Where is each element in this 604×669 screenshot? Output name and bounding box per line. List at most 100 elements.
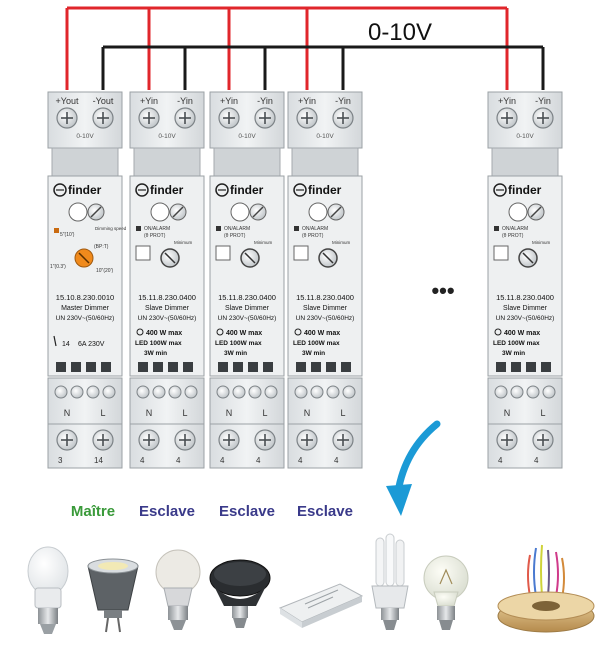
- rated-voltage: UN 230V~(50/60Hz): [138, 315, 197, 322]
- dial-mark: 10"(20'): [96, 268, 114, 274]
- bus-voltage-label: 0-10V: [368, 19, 432, 46]
- small-screw-icon: [294, 385, 308, 399]
- neutral-label: N: [146, 408, 153, 418]
- jumper-tab: [56, 362, 66, 372]
- minimum-dial-slot: [322, 252, 334, 264]
- brand-logo: finder: [308, 183, 342, 197]
- jumper-tab: [101, 362, 111, 372]
- finder-logo-icon: [215, 183, 229, 197]
- minimum-label: Minimum: [532, 240, 551, 245]
- terminal-plus-label: +Yin: [298, 96, 316, 106]
- rated-voltage: UN 230V~(50/60Hz): [56, 315, 115, 322]
- alarm-led-icon: [294, 226, 299, 231]
- terminal-minus-label: -Yout: [93, 96, 114, 106]
- speed-dial-slot: [78, 252, 90, 264]
- jumper-tab: [138, 362, 148, 372]
- esl-min: 3W min: [224, 350, 247, 357]
- neutral-label: N: [226, 408, 233, 418]
- model-description: Slave Dimmer: [503, 305, 548, 312]
- bottom-terminal-block: [47, 377, 123, 425]
- finder-logo-icon: [135, 183, 149, 197]
- dial-mark: 5"(10'): [60, 232, 75, 238]
- wiring-bus: [65, 6, 545, 90]
- small-screw-icon: [526, 385, 540, 399]
- minimum-label: Minimum: [174, 240, 193, 245]
- push-button-icon: [215, 245, 231, 261]
- small-screw-icon: [102, 385, 116, 399]
- esl-min: 3W min: [144, 350, 167, 357]
- small-screw-icon: [232, 385, 246, 399]
- output-label-left: 3: [58, 456, 63, 465]
- alarm-led-icon: [136, 226, 141, 231]
- neutral-label: N: [64, 408, 71, 418]
- small-screw-icon: [86, 385, 100, 399]
- load-max: 400 W max: [504, 330, 540, 337]
- cfl-bulb-icon: [371, 533, 409, 630]
- alarm-label: ON/ALARM: [302, 226, 328, 232]
- more-slaves-ellipsis: •••: [431, 278, 454, 303]
- output-label-right: 4: [176, 456, 181, 465]
- model-number: 15.11.8.230.0400: [296, 293, 354, 302]
- led-max: LED 100W max: [493, 340, 540, 347]
- push-button-icon: [493, 245, 509, 261]
- push-button-icon: [135, 245, 151, 261]
- jumper-tab: [86, 362, 96, 372]
- small-screw-icon: [494, 385, 508, 399]
- led-max: LED 100W max: [293, 340, 340, 347]
- master-role-label: Maître: [71, 503, 115, 520]
- minimum-dial-slot: [244, 252, 256, 264]
- terminal-minus-label: -Yin: [177, 96, 193, 106]
- output-label-right: 4: [334, 456, 339, 465]
- model-number: 15.10.8.230.0010: [56, 293, 114, 302]
- push-button-icon: [293, 245, 309, 261]
- model-number: 15.11.8.230.0400: [496, 293, 554, 302]
- model-description: Slave Dimmer: [145, 305, 190, 312]
- relay-rating: 6A 230V: [78, 341, 105, 348]
- module-front: [209, 175, 285, 377]
- model-description: Slave Dimmer: [303, 305, 348, 312]
- neutral-label: N: [304, 408, 311, 418]
- jumper-tab: [541, 362, 551, 372]
- model-description: Master Dimmer: [61, 305, 110, 312]
- rated-voltage: UN 230V~(50/60Hz): [218, 315, 277, 322]
- model-number: 15.11.8.230.0400: [218, 293, 276, 302]
- par-spot-icon: [209, 559, 271, 628]
- brand-logo: finder: [230, 183, 264, 197]
- model-description: Slave Dimmer: [225, 305, 270, 312]
- signal-label: 0-10V: [316, 133, 334, 140]
- signal-label: 0-10V: [516, 133, 534, 140]
- alarm-led-icon: [216, 226, 221, 231]
- protection-label: (θ PROT): [144, 233, 166, 239]
- line-label: L: [262, 408, 267, 418]
- minimum-dial-slot: [164, 252, 176, 264]
- jumper-tab: [248, 362, 258, 372]
- adjust-screw-slot: [172, 206, 184, 218]
- incandescent-load-icon: [136, 328, 144, 336]
- small-screw-icon: [152, 385, 166, 399]
- jumper-tab: [511, 362, 521, 372]
- jumper-tab: [153, 362, 163, 372]
- mode-selector-icon: [308, 202, 328, 222]
- alarm-label: ON/ALARM: [144, 226, 170, 232]
- minimum-dial-slot: [522, 252, 534, 264]
- adjust-screw-slot: [252, 206, 264, 218]
- dimming-speed-label: Dimming speed: [95, 226, 127, 231]
- minimum-label: Minimum: [254, 240, 273, 245]
- small-screw-icon: [168, 385, 182, 399]
- terminal-plus-label: +Yin: [140, 96, 158, 106]
- terminal-minus-label: -Yin: [535, 96, 551, 106]
- compatible-loads: [27, 533, 595, 634]
- load-max: 400 W max: [146, 330, 182, 337]
- mode-selector-icon: [68, 202, 88, 222]
- neutral-label: N: [504, 408, 511, 418]
- model-number: 15.11.8.230.0400: [138, 293, 196, 302]
- toroidal-transformer-icon: [497, 544, 595, 633]
- esl-min: 3W min: [302, 350, 325, 357]
- line-label: L: [182, 408, 187, 418]
- terminal-plus-label: +Yout: [56, 96, 79, 106]
